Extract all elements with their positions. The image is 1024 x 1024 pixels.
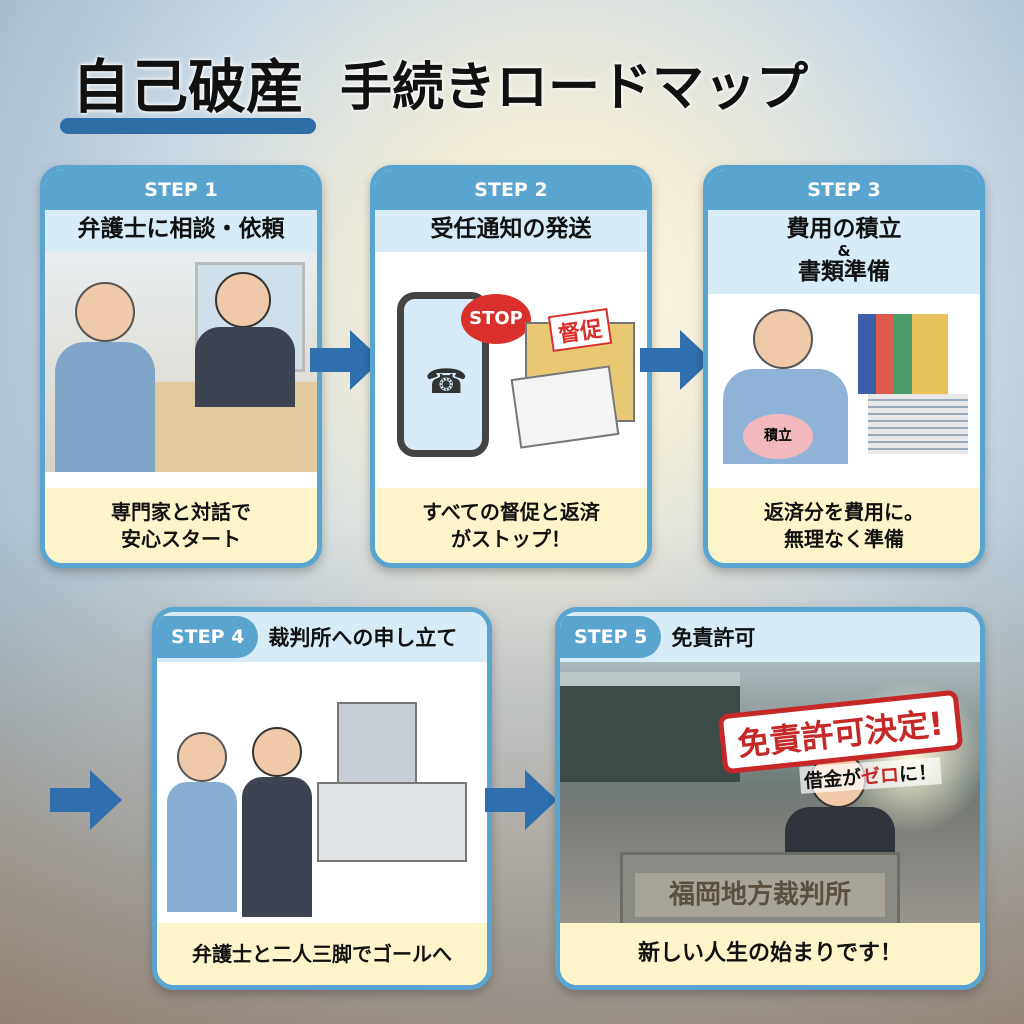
step-caption: 返済分を費用に。 無理なく準備 — [708, 488, 980, 563]
caption-line: 弁護士と二人三脚でゴールへ — [192, 941, 452, 966]
step-3-card: STEP 3 費用の積立 & 書類準備 積立 返済分を費用に。 無理なく準備 — [703, 165, 985, 568]
caption-line: 返済分を費用に。 — [764, 499, 924, 524]
step-caption: 専門家と対話で 安心スタート — [45, 488, 317, 563]
caption-line: がストップ！ — [451, 526, 571, 551]
caption-line: 専門家と対話で — [111, 499, 251, 524]
heading-line: 費用の積立 — [786, 216, 902, 242]
step-label: STEP 3 — [708, 170, 980, 210]
step-1-card: STEP 1 弁護士に相談・依頼 専門家と対話で 安心スタート — [40, 165, 322, 568]
text: 借金が — [803, 766, 862, 793]
step-5-card: STEP 5 免責許可 免責許可決定! 借金がゼロに！ 福岡地方裁判所 新しい人… — [555, 607, 985, 990]
court-sign: 福岡地方裁判所 — [635, 873, 885, 917]
step-header: STEP 4 裁判所への申し立て — [157, 612, 487, 662]
step-label: STEP 1 — [45, 170, 317, 210]
court-sign-stone: 福岡地方裁判所 — [620, 852, 900, 932]
step-caption: すべての督促と返済 がストップ！ — [375, 488, 647, 563]
step-caption: 新しい人生の始まりです！ — [560, 923, 980, 985]
consultation-illustration — [45, 251, 317, 472]
stop-badge: STOP — [461, 293, 531, 344]
step-heading: 免責許可 — [671, 626, 756, 650]
arrow-right-icon — [310, 330, 382, 390]
step-label: STEP 4 — [157, 616, 259, 658]
step-label: STEP 5 — [560, 616, 662, 658]
phone-icon: ☎ — [425, 361, 468, 402]
stop-notice-illustration: ☎ STOP 督促 — [375, 251, 647, 472]
court-filing-illustration — [157, 662, 487, 932]
text-highlight: ゼロ — [860, 764, 900, 789]
arrow-right-icon — [485, 770, 557, 830]
title-main: 自己破産 — [60, 40, 317, 134]
step-heading: 弁護士に相談・依頼 — [45, 210, 317, 252]
title-sub: 手続きロードマップ — [340, 57, 809, 118]
savings-illustration: 積立 — [708, 294, 980, 465]
step-heading: 費用の積立 & 書類準備 — [708, 210, 980, 295]
heading-line: 書類準備 — [798, 258, 890, 285]
discharge-photo: 免責許可決定! 借金がゼロに！ 福岡地方裁判所 — [560, 662, 980, 932]
step-4-card: STEP 4 裁判所への申し立て 弁護士と二人三脚でゴールへ — [152, 607, 492, 990]
step-label: STEP 2 — [375, 170, 647, 210]
caption-line: 無理なく準備 — [784, 526, 904, 551]
arrow-right-icon — [640, 330, 712, 390]
step-heading: 受任通知の発送 — [375, 210, 647, 252]
caption-line: 新しい人生の始まりです！ — [637, 941, 902, 967]
step-caption: 弁護士と二人三脚でゴールへ — [157, 923, 487, 985]
envelope-label: 督促 — [547, 307, 613, 352]
step-2-card: STEP 2 受任通知の発送 ☎ STOP 督促 すべての督促と返済 がストップ… — [370, 165, 652, 568]
step-heading: 裁判所への申し立て — [268, 626, 458, 650]
arrow-right-icon — [50, 770, 122, 830]
text: に！ — [898, 761, 938, 786]
heading-amp: & — [837, 241, 851, 260]
page-title: 自己破産 手続きロードマップ — [60, 40, 809, 134]
caption-line: すべての督促と返済 — [422, 499, 600, 524]
caption-line: 安心スタート — [121, 526, 241, 551]
step-header: STEP 5 免責許可 — [560, 612, 980, 662]
piggy-bank: 積立 — [743, 414, 813, 460]
